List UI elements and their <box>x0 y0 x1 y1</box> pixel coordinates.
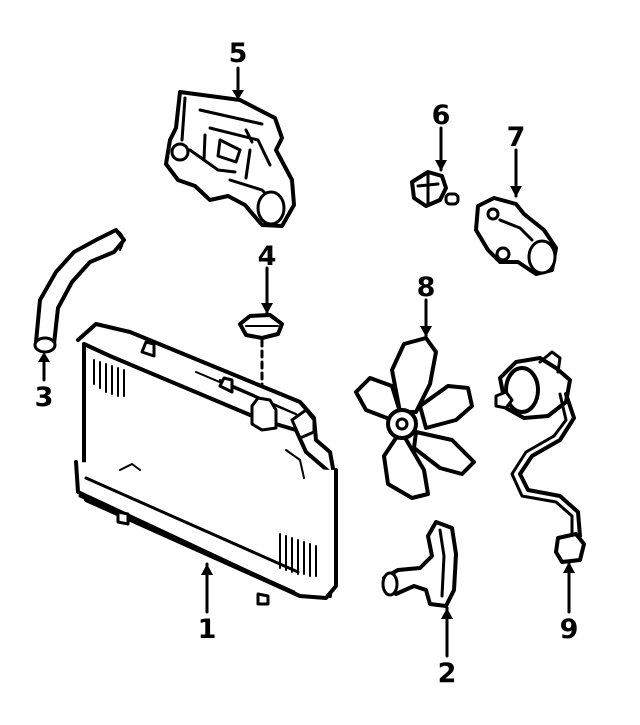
callout-1: 1 <box>198 614 217 645</box>
arrow-6 <box>435 160 447 171</box>
part-1-radiator[interactable] <box>74 322 338 606</box>
callout-4: 4 <box>258 241 277 272</box>
callout-7: 7 <box>507 122 526 153</box>
callout-8: 8 <box>417 272 436 303</box>
arrow-7 <box>510 186 522 197</box>
arrow-2 <box>441 608 453 619</box>
arrow-1 <box>201 564 213 575</box>
part-7-water-outlet[interactable] <box>474 196 558 276</box>
part-8-fan[interactable] <box>354 336 476 500</box>
arrow-4 <box>261 303 273 314</box>
callout-6: 6 <box>432 100 451 131</box>
callout-3: 3 <box>35 382 54 413</box>
arrow-3 <box>38 352 50 362</box>
part-5-housing[interactable] <box>164 90 296 228</box>
part-4-radiator-cap[interactable] <box>238 313 284 340</box>
part-2-lower-hose[interactable] <box>381 520 458 608</box>
callout-9: 9 <box>560 614 579 645</box>
arrow-8 <box>420 326 432 337</box>
part-9-fan-motor[interactable] <box>494 350 586 564</box>
part-6-thermostat[interactable] <box>410 170 460 208</box>
callout-2: 2 <box>438 658 457 689</box>
part-3-upper-hose[interactable] <box>33 228 126 354</box>
callout-5: 5 <box>229 38 248 69</box>
arrow-5 <box>232 90 244 100</box>
arrow-9 <box>563 562 575 573</box>
